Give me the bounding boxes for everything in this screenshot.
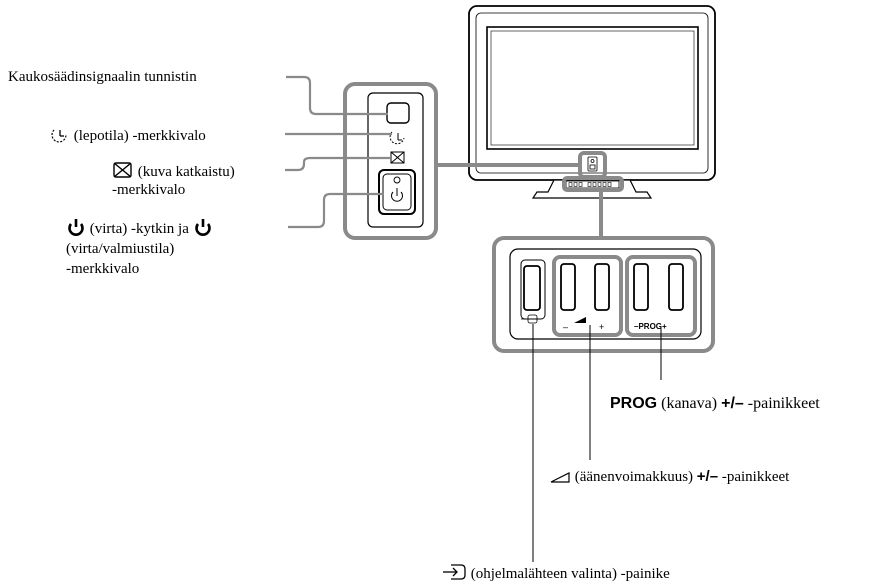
volume-label-mid: (äänenvoimakkuus) — [574, 469, 694, 485]
prog-label-row: PROG (kanava) +/– -painikkeet — [610, 395, 820, 413]
picture-off-icon — [113, 162, 132, 178]
input-select-button[interactable] — [523, 265, 541, 311]
picture-off-label-row: (kuva katkaistu) — [112, 161, 235, 181]
power-label-2: (virta/valmiustila) — [66, 241, 175, 257]
picture-off-label-2: -merkkivalo — [112, 182, 186, 198]
button-panel-frame — [492, 236, 715, 353]
prog-plus-button[interactable] — [668, 263, 684, 311]
callout-frames — [343, 82, 715, 353]
prog-label-end: -painikkeet — [747, 395, 820, 412]
prog-label-mid: (kanava) — [661, 395, 718, 412]
sleep-label: (lepotila) -merkkivalo — [73, 128, 206, 144]
picture-off-icon — [390, 151, 405, 164]
sensor-label: Kaukosäädinsignaalin tunnistin — [8, 69, 197, 85]
power-label-3: -merkkivalo — [66, 261, 140, 277]
sleep-timer-icon — [389, 131, 405, 145]
remote-sensor-icon — [587, 156, 598, 172]
sleep-timer-icon — [51, 129, 67, 143]
tv-set — [468, 5, 716, 199]
volume-icon — [550, 472, 570, 483]
prog-label-pm: +/– — [721, 395, 744, 412]
volume-label-row: (äänenvoimakkuus) +/– -painikkeet — [549, 468, 789, 486]
power-label-row: (virta) -kytkin ja — [66, 218, 213, 238]
volume-plus-tick: + — [599, 322, 605, 332]
input-label-row: (ohjelmalähteen valinta) -painike — [441, 563, 670, 583]
power-icon — [391, 188, 403, 202]
volume-minus-tick: – — [563, 322, 569, 332]
volume-plus-button[interactable] — [594, 263, 610, 311]
volume-label-end: -painikkeet — [721, 469, 790, 485]
volume-label-pm: +/– — [696, 468, 719, 485]
prog-minus-button[interactable] — [633, 263, 649, 311]
prog-tick: –PROG+ — [634, 322, 667, 331]
input-label: (ohjelmalähteen valinta) -painike — [470, 566, 670, 582]
power-icon — [68, 219, 84, 236]
remote-sensor-window — [386, 102, 410, 124]
input-select-icon — [521, 314, 538, 324]
picture-off-label: (kuva katkaistu) — [137, 164, 235, 180]
volume-icon — [574, 317, 586, 323]
power-label: (virta) -kytkin ja — [89, 221, 189, 237]
input-select-icon — [443, 564, 466, 580]
leader-lines — [285, 75, 392, 229]
prog-label-bold: PROG — [610, 395, 658, 412]
power-icon — [194, 219, 211, 236]
buttons-highlight-frame — [562, 176, 624, 192]
indicator-panel-frame — [343, 82, 438, 240]
power-led — [393, 176, 401, 184]
volume-group-frame — [552, 255, 623, 337]
volume-minus-button[interactable] — [560, 263, 576, 311]
button-panel — [509, 248, 702, 340]
leader-lines-black — [532, 324, 662, 562]
sleep-label-row: (lepotila) -merkkivalo — [50, 125, 206, 145]
